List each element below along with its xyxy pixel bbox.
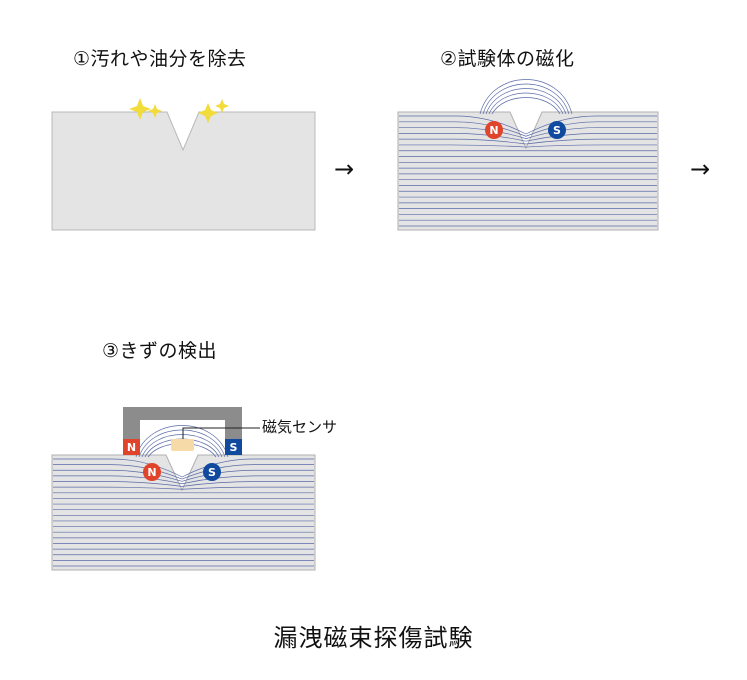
arrow-right-icon: → (690, 155, 711, 183)
flux-line (399, 127, 657, 140)
south-pole: S (203, 463, 221, 481)
south-label: S (553, 124, 561, 137)
north-pole: N (485, 121, 503, 139)
flux-line (53, 464, 314, 480)
step1-label: ①汚れや油分を除去 (73, 48, 247, 70)
sensor-leader-line (182, 427, 260, 439)
leakage-flux-line (488, 92, 564, 115)
leakage-flux-line (491, 97, 561, 115)
leakage-flux-line (138, 429, 226, 458)
flux-lines (53, 425, 314, 567)
leakage-flux-line (485, 88, 567, 115)
magnetic-sensor (171, 439, 194, 451)
page-title: 漏洩磁束探傷試験 (273, 624, 474, 652)
flux-line (399, 121, 657, 137)
south-label: S (208, 466, 216, 479)
flux-line (399, 144, 657, 148)
leakage-flux-line (135, 425, 229, 458)
magnetic-yoke (123, 407, 242, 439)
south-pole: S (548, 121, 566, 139)
leakage-flux-line (141, 434, 223, 458)
yoke-south-label: S (230, 441, 238, 454)
specimen-block (397, 111, 659, 231)
flux-line (53, 458, 314, 478)
flux-line (53, 475, 314, 485)
flux-line (53, 486, 314, 490)
arrow-right-icon: → (334, 155, 355, 183)
leakage-flux-line (479, 79, 573, 115)
north-pole: N (143, 463, 161, 481)
flux-line (399, 133, 657, 142)
flux-line (399, 115, 657, 135)
specimen-block (51, 454, 316, 571)
flux-line (399, 138, 657, 145)
specimen-block (51, 111, 316, 231)
flux-line (53, 481, 314, 487)
north-label: N (489, 124, 498, 137)
yoke-north-label: N (127, 441, 136, 454)
sensor-label: 磁気センサ (262, 418, 338, 436)
north-label: N (147, 466, 156, 479)
step3-label: ③きずの検出 (102, 340, 218, 362)
flux-lines (399, 79, 657, 227)
leakage-flux-line (482, 83, 570, 115)
sparkle-icon (129, 98, 229, 123)
yoke-south-pole (225, 439, 242, 455)
yoke-north-pole (123, 439, 140, 455)
flux-line (53, 469, 314, 482)
step2-label: ②試験体の磁化 (440, 48, 575, 70)
